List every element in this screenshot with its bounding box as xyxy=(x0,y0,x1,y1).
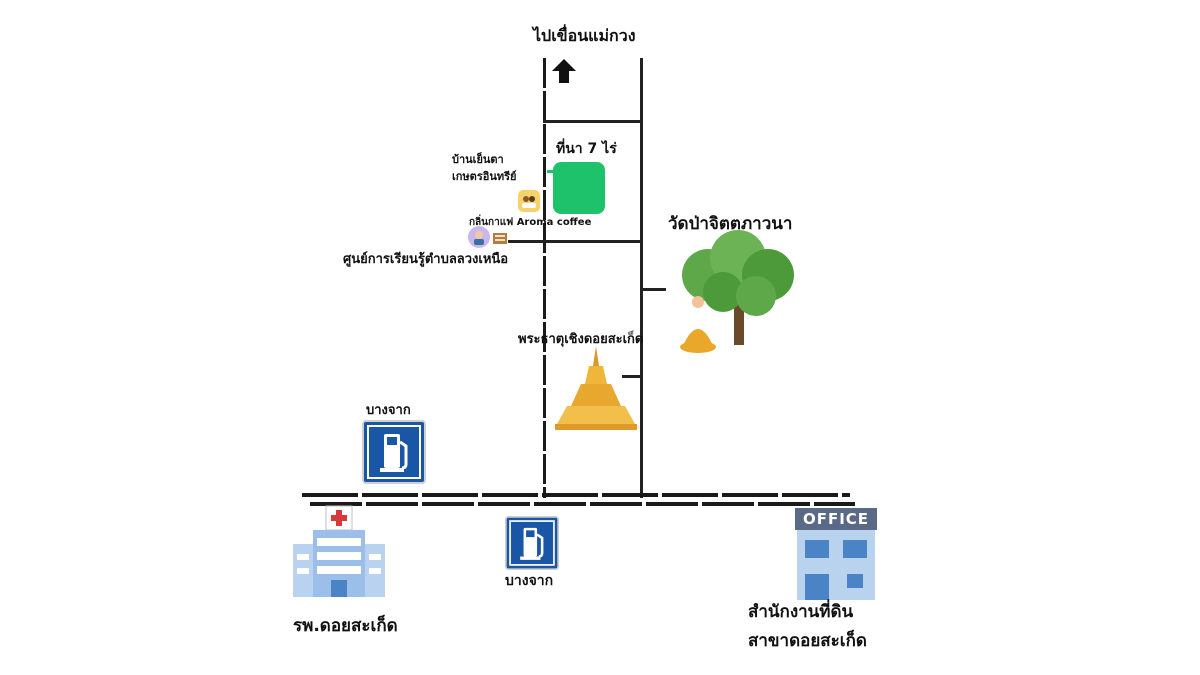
cafe-people-icon xyxy=(518,190,540,212)
temple-forest-label: วัดป่าจิตตภาวนา xyxy=(668,214,793,234)
rice-field-marker xyxy=(553,162,605,214)
hospital-icon xyxy=(293,505,385,597)
learning-center-label: ศูนย์การเรียนรู้ตำบลลวงเหนือ xyxy=(343,252,509,267)
temple-branch-road xyxy=(640,288,666,291)
pagoda-icon xyxy=(555,346,637,430)
homestay-label-line2: เกษตรอินทรีย์ xyxy=(452,170,517,183)
cafe-label: กลิ่นกาแฟ Aroma coffee xyxy=(469,217,592,228)
rice-field-label: ที่นา 7 ไร่ xyxy=(556,141,617,157)
hospital-label: รพ.ดอยสะเก็ด xyxy=(293,616,398,636)
north-arrow-icon xyxy=(552,59,576,83)
gas-station-bottom-icon xyxy=(505,516,559,570)
homestay-label-line1: บ้านเย็นตา xyxy=(452,153,504,166)
learning-center-person-icon xyxy=(468,226,490,248)
bodhi-tree-monk-icon xyxy=(680,230,794,353)
pagoda-branch-road xyxy=(622,375,642,378)
main-road-right-edge xyxy=(640,58,643,498)
highway-north-lane xyxy=(302,493,850,497)
pagoda-label: พระธาตุเชิงดอยสะเก็ด xyxy=(518,332,644,347)
learning-center-branch-road xyxy=(508,240,643,243)
gas-station-top-icon xyxy=(362,420,426,484)
gas-station-bottom-label: บางจาก xyxy=(505,573,554,589)
learning-center-book-icon xyxy=(492,230,508,246)
land-office-label-line1: สำนักงานที่ดิน xyxy=(748,602,854,622)
office-building-icon: OFFICE xyxy=(795,508,877,600)
homestay-connector xyxy=(547,170,555,173)
gas-station-top-label: บางจาก xyxy=(366,403,411,418)
north-direction-label: ไปเขื่อนแม่กวง xyxy=(533,26,636,45)
office-sign-text: OFFICE xyxy=(802,510,870,528)
highway-south-lane xyxy=(310,502,855,506)
land-office-label-line2: สาขาดอยสะเก็ด xyxy=(748,631,867,651)
main-road-left-edge xyxy=(543,58,546,498)
road-gap-marker-top xyxy=(543,120,643,123)
